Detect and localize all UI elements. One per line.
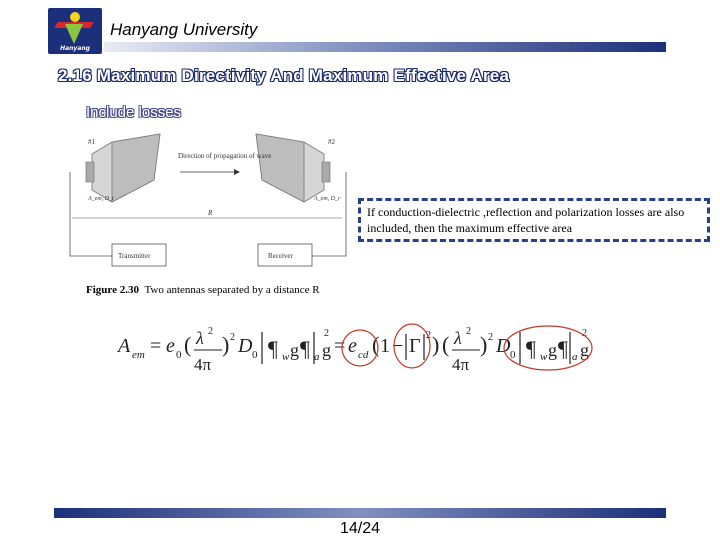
svg-text:1: 1 <box>380 335 390 357</box>
svg-text:=: = <box>150 335 161 357</box>
label-params2: A_em, D_r <box>313 196 341 202</box>
label-transmitter: Transmitter <box>118 252 151 260</box>
svg-text:e: e <box>348 335 357 357</box>
svg-text:¶: ¶ <box>300 336 310 361</box>
svg-text:2: 2 <box>208 326 213 337</box>
svg-text:4π: 4π <box>194 355 212 374</box>
svg-text:(: ( <box>442 332 449 357</box>
svg-text:D: D <box>237 335 253 357</box>
logo-text: Hanyang <box>60 45 90 52</box>
svg-text:g: g <box>290 340 299 360</box>
highlight-circle-polarization <box>503 325 593 371</box>
svg-text:2: 2 <box>582 328 587 339</box>
svg-text:(: ( <box>184 332 191 357</box>
svg-text:0: 0 <box>252 349 258 361</box>
label-antenna2: #2 <box>328 138 336 146</box>
svg-text:e: e <box>166 335 175 357</box>
svg-text:−: − <box>392 335 403 357</box>
label-receiver: Receiver <box>268 252 294 260</box>
svg-text:a: a <box>314 351 320 363</box>
logo-stem-shape <box>65 24 83 44</box>
page-number: 14/24 <box>340 520 381 537</box>
label-distance: R <box>207 209 213 217</box>
label-propagation: Direction of propagation of wave <box>178 152 271 160</box>
svg-text:¶: ¶ <box>268 336 278 361</box>
logo-dot-shape <box>70 12 80 22</box>
university-name: Hanyang University <box>110 20 258 39</box>
effective-area-equation: A em = e 0 ( λ 2 4π ) 2 D 0 ¶ w g ¶ a g … <box>116 323 593 374</box>
highlight-circle-ecd <box>341 329 379 367</box>
svg-text:em: em <box>132 349 145 361</box>
svg-text:): ) <box>480 332 487 357</box>
svg-text:Γ: Γ <box>409 335 421 357</box>
svg-text:2: 2 <box>488 332 493 343</box>
svg-text:): ) <box>432 332 439 357</box>
figure-caption-number: Figure 2.30 <box>86 284 139 296</box>
svg-text:g: g <box>580 340 589 360</box>
highlight-circle-gamma <box>393 323 431 369</box>
svg-text:(: ( <box>372 332 379 357</box>
svg-text:λ: λ <box>195 328 204 348</box>
svg-text:g: g <box>322 340 331 360</box>
svg-text:cd: cd <box>358 349 369 361</box>
label-antenna1: #1 <box>88 138 96 146</box>
svg-text:A: A <box>116 335 131 357</box>
slide-title: 2.16 Maximum Directivity And Maximum Eff… <box>58 66 510 85</box>
antenna-figure: Direction of propagation of wave R #1 #2… <box>69 133 347 267</box>
slide-subtitle: Include losses <box>86 104 182 121</box>
footer-bar <box>54 508 666 518</box>
svg-text:=: = <box>334 335 345 357</box>
svg-text:λ: λ <box>453 328 462 348</box>
svg-text:¶: ¶ <box>558 336 568 361</box>
svg-text:a: a <box>572 351 578 363</box>
svg-text:2: 2 <box>324 328 329 339</box>
left-horn-antenna <box>85 133 161 203</box>
svg-text:0: 0 <box>176 349 182 361</box>
svg-text:2: 2 <box>230 332 235 343</box>
header-bar <box>104 42 666 52</box>
figure-caption: Figure 2.30 Two antennas separated by a … <box>86 284 320 296</box>
svg-text:4π: 4π <box>452 355 470 374</box>
svg-text:): ) <box>222 332 229 357</box>
right-horn-antenna <box>255 133 331 203</box>
figure-caption-text: Two antennas separated by a distance R <box>144 284 320 296</box>
label-params1: A_em, D_t <box>87 196 114 202</box>
svg-text:¶: ¶ <box>526 336 536 361</box>
losses-note-box: If conduction-dielectric ,reflection and… <box>358 198 710 242</box>
svg-text:0: 0 <box>510 349 516 361</box>
svg-text:g: g <box>548 340 557 360</box>
svg-text:2: 2 <box>466 326 471 337</box>
university-logo: Hanyang <box>48 8 102 54</box>
svg-text:w: w <box>282 351 290 363</box>
svg-text:w: w <box>540 351 548 363</box>
